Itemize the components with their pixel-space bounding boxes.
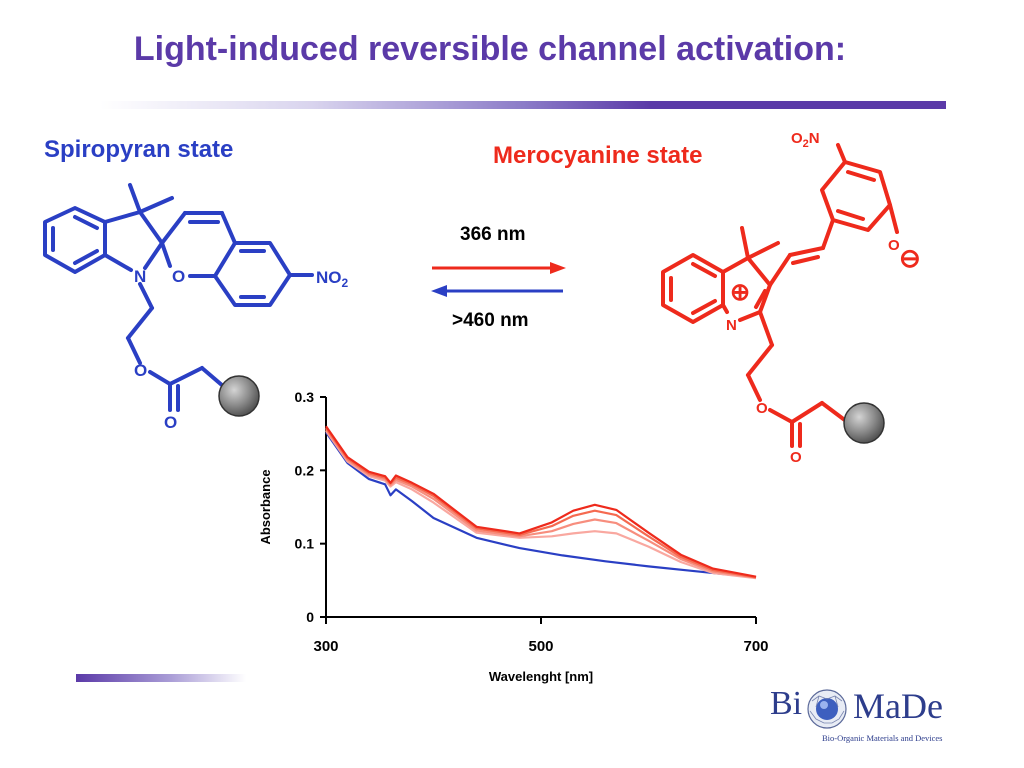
biomade-logo: Bi MaDe Bio-Organic Materials and Device…	[770, 683, 970, 753]
merocyanine-structure	[661, 143, 899, 448]
spiropyran-bead-sphere	[218, 375, 260, 417]
merocyanine-bead-sphere	[843, 402, 885, 444]
chart-series	[325, 425, 757, 580]
logo-subtitle: Bio-Organic Materials and Devices	[822, 733, 943, 743]
reverse-arrow	[431, 285, 563, 297]
negative-charge-icon: ⊖	[899, 243, 921, 273]
logo-made-text: MaDe	[853, 686, 943, 726]
positive-charge-icon: ⊕	[730, 279, 750, 306]
chart-y-tick-label: 0	[306, 609, 314, 625]
merocyanine-label: Merocyanine state	[493, 142, 703, 169]
spiropyran-no2-group: NO2	[316, 268, 349, 290]
spiropyran-o-ester-atom: O	[134, 361, 147, 380]
chart-tick-labels: 0 0.1 0.2 0.3 300 500 700	[295, 389, 769, 655]
chart-x-tick-label: 700	[743, 638, 768, 655]
merocyanine-o-ester-atom: O	[756, 400, 768, 417]
chart-x-tick-label: 500	[528, 638, 553, 655]
chart-series-line	[325, 425, 757, 578]
chart-y-tick-label: 0.2	[295, 462, 315, 478]
reverse-wavelength-label: >460 nm	[452, 310, 529, 331]
chart-y-tick-label: 0.3	[295, 389, 315, 405]
slide-title: Light-induced reversible channel activat…	[133, 30, 847, 68]
chart-y-tick-label: 0.1	[295, 536, 315, 552]
spiropyran-o-ring-atom: O	[172, 267, 185, 286]
absorbance-chart: 0 0.1 0.2 0.3 300 500 700 Wavelenght [nm] Abso…	[258, 389, 769, 684]
chart-series-line	[325, 430, 757, 580]
spiropyran-label: Spiropyran state	[44, 136, 234, 163]
title-underline	[100, 101, 946, 109]
chart-y-axis-label: Absorbance	[258, 469, 273, 544]
footer-rule	[76, 674, 246, 682]
forward-arrow	[432, 262, 566, 274]
chart-series-line	[325, 427, 757, 579]
forward-wavelength-label: 366 nm	[460, 224, 526, 245]
spiropyran-n-atom: N	[134, 267, 146, 286]
merocyanine-o-carbonyl-atom: O	[790, 449, 802, 466]
logo-bi-text: Bi	[770, 685, 803, 722]
fullerene-icon	[807, 689, 847, 729]
chart-series-line	[325, 428, 757, 579]
chart-axes	[320, 396, 757, 624]
chart-x-tick-label: 300	[313, 638, 338, 655]
chart-x-axis-label: Wavelenght [nm]	[489, 669, 593, 684]
spiropyran-o-carbonyl-atom: O	[164, 413, 177, 432]
merocyanine-n-atom: N	[726, 317, 737, 334]
spiropyran-structure	[43, 183, 314, 412]
chart-series-line	[325, 431, 757, 579]
merocyanine-o2n-group: O2N	[791, 130, 820, 150]
merocyanine-o-minus-atom: O	[888, 237, 900, 254]
